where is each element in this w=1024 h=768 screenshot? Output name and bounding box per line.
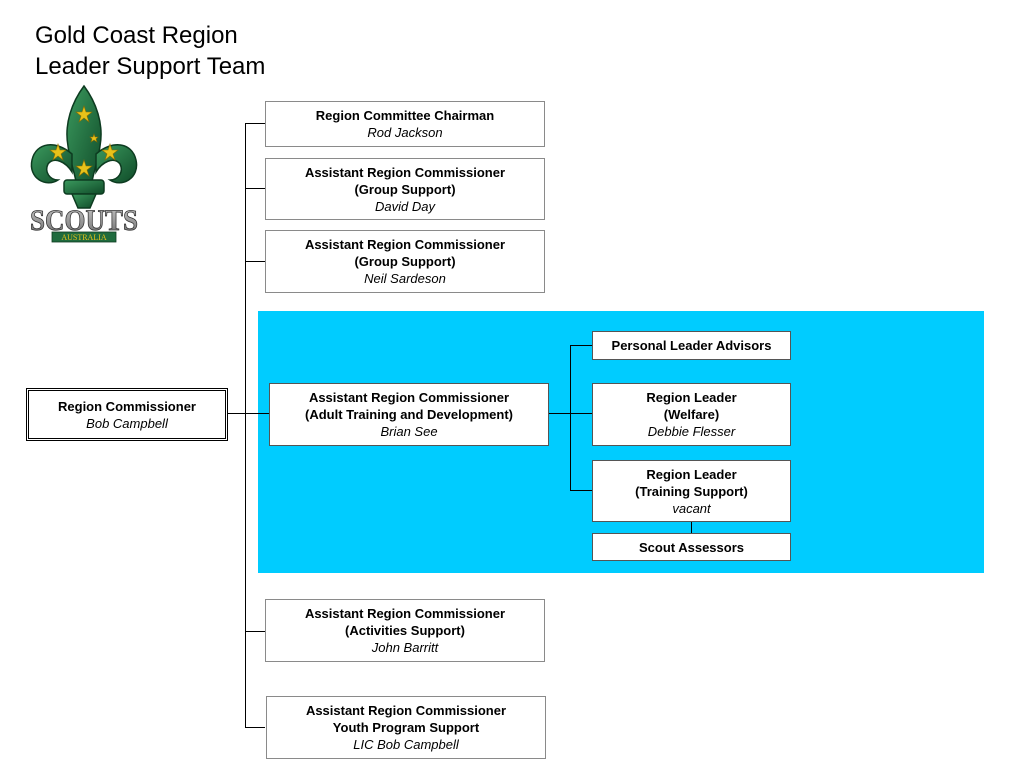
arc-youth-program-role: Assistant Region Commissioner Youth Prog…: [305, 703, 507, 735]
scout-assessors-box: Scout Assessors: [592, 533, 791, 561]
rl-welfare-name: Debbie Flesser: [647, 424, 736, 439]
arc-activities-box: Assistant Region Commissioner (Activitie…: [265, 599, 545, 662]
region-commissioner-name: Bob Campbell: [86, 415, 168, 431]
rl-training-support-role: Region Leader (Training Support): [635, 466, 748, 499]
arc-group-support-1-name: David Day: [375, 198, 435, 214]
chairman-role: Region Committee Chairman: [315, 108, 495, 123]
rl-training-support-name: vacant: [672, 500, 711, 516]
arc-group-support-2-name: Neil Sardeson: [364, 271, 446, 286]
personal-leader-advisors-role: Personal Leader Advisors: [611, 338, 772, 353]
scouts-australia-logo-icon: SCOUTS AUSTRALIA: [30, 84, 138, 243]
region-commissioner-box: Region Commissioner Bob Campbell: [26, 388, 228, 441]
rl-training-support-box: Region Leader (Training Support) vacant: [592, 460, 791, 522]
arc-activities-role: Assistant Region Commissioner (Activitie…: [304, 606, 506, 638]
rl-welfare-box: Region Leader (Welfare) Debbie Flesser: [592, 383, 791, 446]
arc-group-support-2-role: Assistant Region Commissioner (Group Sup…: [304, 237, 506, 269]
arc-group-support-1-role: Assistant Region Commissioner (Group Sup…: [304, 164, 506, 197]
arc-training-box: Assistant Region Commissioner (Adult Tra…: [269, 383, 549, 446]
arc-training-name: Brian See: [380, 424, 438, 439]
arc-youth-program-box: Assistant Region Commissioner Youth Prog…: [266, 696, 546, 759]
page-title: Gold Coast Region Leader Support Team: [35, 20, 265, 82]
arc-group-support-1-box: Assistant Region Commissioner (Group Sup…: [265, 158, 545, 220]
arc-youth-program-name: LIC Bob Campbell: [353, 737, 459, 752]
title-line-2: Leader Support Team: [35, 53, 266, 80]
scout-assessors-role: Scout Assessors: [638, 539, 744, 555]
arc-group-support-2-box: Assistant Region Commissioner (Group Sup…: [265, 230, 545, 293]
title-line-1: Gold Coast Region: [35, 22, 238, 49]
arc-training-role: Assistant Region Commissioner (Adult Tra…: [304, 390, 513, 422]
arc-activities-name: John Barritt: [371, 640, 439, 655]
chairman-box: Region Committee Chairman Rod Jackson: [265, 101, 545, 147]
rl-welfare-role: Region Leader (Welfare): [646, 390, 737, 422]
logo-subtext: AUSTRALIA: [61, 233, 107, 242]
chairman-name: Rod Jackson: [367, 125, 443, 140]
region-commissioner-role: Region Commissioner: [58, 398, 196, 414]
personal-leader-advisors-box: Personal Leader Advisors: [592, 331, 791, 360]
